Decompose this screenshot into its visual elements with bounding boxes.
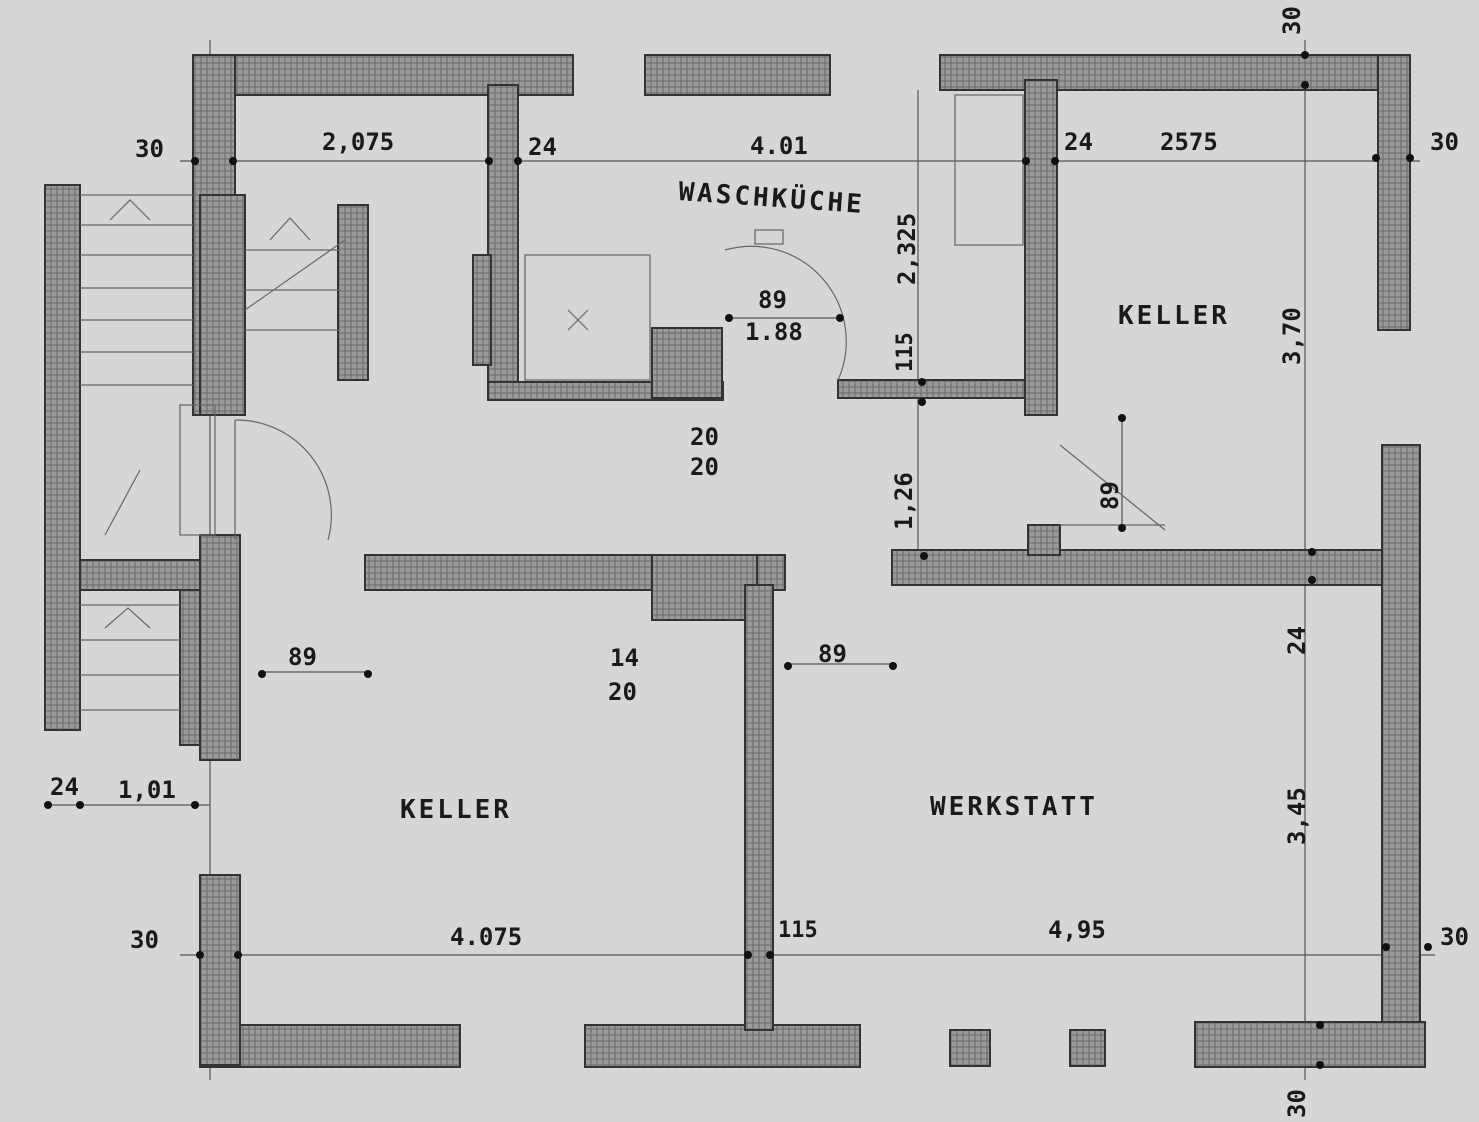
dim-wall-115-top: 115 [893, 332, 918, 372]
dim-door-188: 1.88 [745, 318, 803, 346]
dim-bottom-left-wall: 30 [130, 926, 159, 954]
dim-wall-115-bottom: 115 [778, 918, 818, 943]
dim-wall-20a: 20 [690, 423, 719, 451]
dim-bottom-right-wall: 30 [1440, 923, 1469, 951]
room-label-waschkueche: WASCHKÜCHE [678, 174, 866, 220]
dim-wall-24-right: 24 [1283, 626, 1311, 655]
dim-door-89-top: 89 [758, 286, 787, 314]
room-label-keller-top: KELLER [1118, 301, 1230, 331]
dim-left-24: 24 [50, 773, 79, 801]
dim-top-span-3: 2575 [1160, 128, 1218, 156]
interior-walls [79, 79, 1383, 1031]
dim-top-wall-24b: 24 [1064, 128, 1093, 156]
dimension-dots [44, 51, 1432, 1069]
dim-left-101: 1,01 [118, 776, 176, 804]
dim-door-89-right: 89 [1096, 481, 1124, 510]
dim-door-89-mid: 89 [818, 640, 847, 668]
dim-top-span-1: 2,075 [322, 128, 394, 156]
dim-wall-20b: 20 [690, 453, 719, 481]
dim-top-right-wall: 30 [1430, 128, 1459, 156]
dim-top-left-wall: 30 [135, 135, 164, 163]
room-label-keller-bottom: KELLER [400, 795, 512, 825]
dim-wall-20c: 20 [608, 678, 637, 706]
dim-door-89-left: 89 [288, 643, 317, 671]
dim-top-wall-24a: 24 [528, 133, 557, 161]
dim-top-span-2: 4.01 [750, 132, 808, 160]
dim-bottom-span-1: 4.075 [450, 923, 522, 951]
dim-height-126: 1,26 [890, 472, 918, 530]
dim-bottom-corner: 30 [1283, 1089, 1311, 1118]
room-label-werkstatt: WERKSTATT [930, 792, 1098, 822]
dim-werkstatt-height: 3,45 [1283, 787, 1311, 845]
dim-corner-top-right: 30 [1278, 6, 1306, 35]
dimension-labels: 30 2,075 24 4.01 24 2575 30 30 2,325 3,7… [50, 6, 1469, 1118]
dim-keller-height: 3,70 [1278, 307, 1306, 365]
dim-waschkueche-height: 2,325 [893, 213, 921, 285]
fixtures [104, 94, 1166, 541]
stairs [80, 194, 346, 711]
dim-wall-14: 14 [610, 644, 639, 672]
dim-bottom-span-2: 4,95 [1048, 916, 1106, 944]
